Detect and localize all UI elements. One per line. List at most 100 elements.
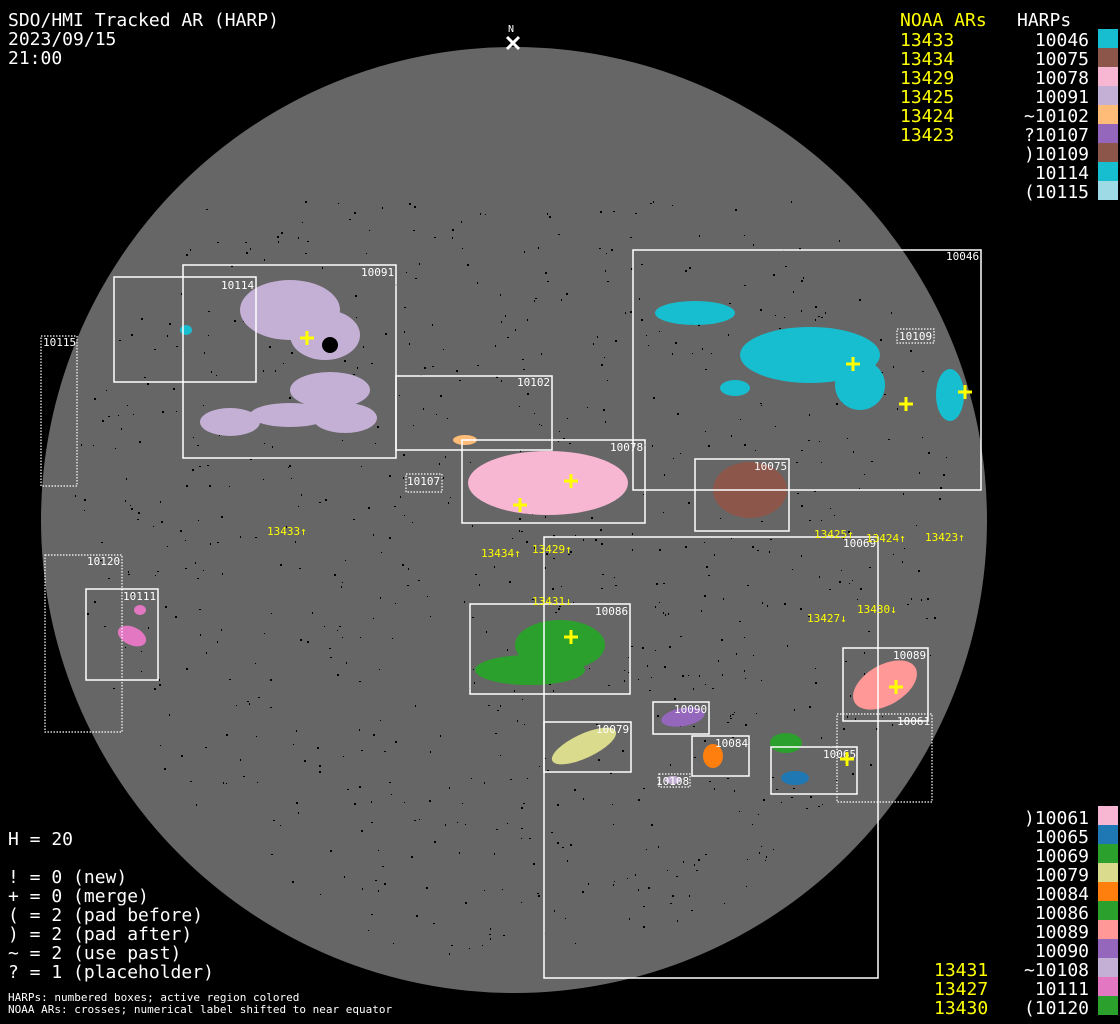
harp-box-10084 [691,735,750,777]
harp-color-swatch [1098,67,1118,86]
harp-color-swatch [1098,882,1118,901]
region-10090 [661,707,705,727]
harp-label: 10120 [87,555,120,568]
region-10046-d [720,380,750,396]
harp-color-swatch [1098,996,1118,1015]
harp-legend-item: )10061 [1024,808,1089,829]
harp-color-swatch [1098,806,1118,825]
noaa-legend-item: 13434 [900,49,954,70]
region-10111-a [134,605,146,615]
noaa-legend-item: 13431 [934,960,988,981]
noaa-label: 13431↓ [532,595,572,608]
date-label: 2023/09/15 [8,29,116,50]
harp-legend-item: (10120 [1024,998,1089,1019]
noaa-label: 13425↑ [814,528,854,541]
harp-legend-item: 10069 [1035,846,1089,867]
harp-box-10115 [40,335,78,487]
harp-color-swatch [1098,977,1118,996]
harp-color-swatch [1098,48,1118,67]
noaa-cross-icon [300,331,314,345]
harp-box-10061 [836,713,933,803]
sunspot [322,337,338,353]
harp-legend-item: ?10107 [1024,125,1089,146]
harp-label: 10107 [407,475,440,488]
status-count-line: ! = 0 (new) [8,867,127,888]
noaa-legend-title: NOAA ARs [900,10,987,31]
harp-color-swatch [1098,920,1118,939]
harp-legend-item: 10089 [1035,922,1089,943]
region-10078 [468,451,628,515]
harp-label: 10091 [361,266,394,279]
region-10046-c [835,360,885,410]
noaa-legend-item: 13425 [900,87,954,108]
region-10084 [703,744,723,768]
harp-label: 10075 [754,460,787,473]
region-10089 [853,660,917,710]
harp-label: 10069 [843,537,876,550]
harp-label: 10108 [656,775,689,788]
region-10091-e [313,403,377,433]
harp-color-swatch [1098,825,1118,844]
noaa-label: 13424↑ [866,532,906,545]
noaa-cross-icon [564,630,578,644]
region-10065 [781,771,809,785]
harp-boxes: 10091 10114 10115 10102 10107 10078 1004… [40,249,982,979]
noaa-label: 13433↑ [267,525,307,538]
harp-legend-item: 10075 [1035,49,1089,70]
region-10091-c [290,372,370,408]
harp-legend-item: ~10108 [1024,960,1089,981]
harp-box-10114 [113,276,257,383]
noaa-cross-icon [899,397,913,411]
harp-box-10120 [44,554,123,733]
harp-legend-item: 10078 [1035,68,1089,89]
region-10046-a [655,301,735,325]
noaa-cross-icon [564,474,578,488]
noaa-cross-icon [889,680,903,694]
harp-box-10046 [632,249,982,491]
noaa-labels: 13433↑ 13434↑ 13429↑ 13425↑ 13424↑ 13423… [267,525,965,625]
region-10086-b [475,655,585,685]
plot-title: SDO/HMI Tracked AR (HARP) [8,10,279,31]
harp-label: 10102 [517,376,550,389]
harp-label: 10089 [893,649,926,662]
harp-box-10107 [405,473,443,493]
legend-bottom: )100611006510069100791008410086100891009… [934,806,1118,1019]
harp-label: 10084 [715,737,748,750]
harp-color-swatch [1098,901,1118,920]
status-count-line: + = 0 (merge) [8,886,149,907]
noaa-cross-icon [513,498,527,512]
harp-legend-item: 10084 [1035,884,1089,905]
harp-label: 10115 [43,336,76,349]
noaa-legend-item: 13433 [900,30,954,51]
region-10079 [551,727,617,765]
harp-label: 10111 [123,590,156,603]
harp-color-swatch [1098,863,1118,882]
harp-color-swatch [1098,105,1118,124]
harp-legend-item: 10091 [1035,87,1089,108]
noaa-legend-item: 13427 [934,979,988,1000]
noaa-label: 13427↓ [807,612,847,625]
status-count-line: ? = 1 (placeholder) [8,962,214,983]
noaa-label: 13430↓ [857,603,897,616]
harp-box-10102 [395,375,553,451]
active-regions [117,280,964,785]
harp-color-swatch [1098,958,1118,977]
harp-legend-item: 10086 [1035,903,1089,924]
noaa-label: 13429↑ [532,543,572,556]
harp-legend-item: 10114 [1035,163,1089,184]
harp-box-10086 [469,603,631,695]
harp-box-10078 [461,439,646,524]
north-label: N [508,24,514,35]
harp-box-10089 [842,647,929,722]
harp-box-10075 [694,458,790,532]
harp-legend-item: 10090 [1035,941,1089,962]
harp-color-swatch [1098,124,1118,143]
region-10111-b [117,625,147,647]
harp-color-swatch [1098,939,1118,958]
harp-label: 10090 [674,703,707,716]
region-10108 [665,776,681,784]
harp-box-10109 [896,328,935,344]
region-10091-d [250,403,330,427]
harp-color-swatch [1098,29,1118,48]
